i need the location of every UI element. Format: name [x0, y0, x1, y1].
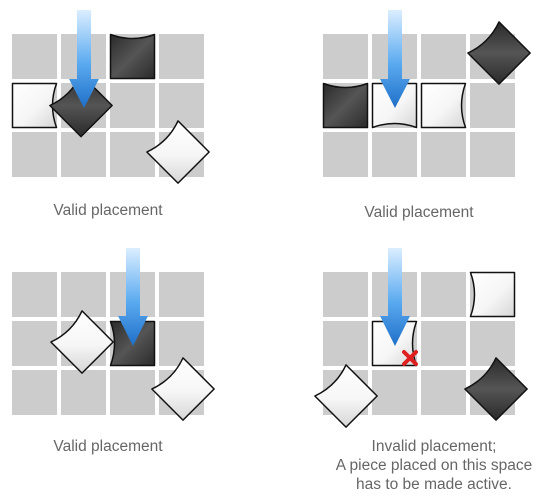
board-cell — [421, 34, 466, 79]
red-x-icon — [402, 350, 418, 366]
panel-3 — [12, 248, 215, 421]
board-cell — [372, 370, 417, 415]
board-cell — [159, 34, 204, 79]
board-cell — [421, 370, 466, 415]
board-cell — [159, 83, 204, 128]
board-cell — [323, 132, 368, 177]
light-piece — [469, 271, 516, 318]
board-cell — [372, 132, 417, 177]
light-piece — [146, 120, 210, 184]
board-cell — [159, 272, 204, 317]
board-cell — [61, 272, 106, 317]
board-cell — [12, 321, 57, 366]
down-arrow-icon — [380, 248, 410, 346]
caption-line: Valid placement — [53, 202, 163, 219]
dark-piece — [109, 33, 156, 80]
red-x-stroke — [402, 350, 418, 366]
down-arrow-icon — [118, 248, 148, 346]
board-cell — [12, 132, 57, 177]
panel-2 — [322, 10, 531, 177]
light-piece — [420, 82, 467, 129]
dark-piece — [322, 82, 369, 129]
caption-line: Invalid placement; — [371, 438, 497, 455]
board-cell — [61, 132, 106, 177]
board-cell — [421, 272, 466, 317]
caption-line: A piece placed on this space — [335, 457, 533, 474]
down-arrow-icon — [69, 10, 99, 108]
board-cell — [12, 272, 57, 317]
caption-line: Valid placement — [364, 204, 474, 221]
panel-2-caption: Valid placement — [319, 203, 519, 222]
board-cell — [110, 83, 155, 128]
board-cell — [110, 370, 155, 415]
board-cell — [470, 321, 515, 366]
panel-4 — [314, 248, 528, 428]
board-cell — [421, 132, 466, 177]
board-cell — [12, 34, 57, 79]
board-cell — [159, 321, 204, 366]
board-cell — [470, 132, 515, 177]
board-cell — [470, 83, 515, 128]
board-cell — [323, 272, 368, 317]
caption-line: Valid placement — [53, 438, 163, 455]
board-cell — [61, 370, 106, 415]
caption-line: has to be made active. — [356, 476, 512, 493]
panel-4-caption: Invalid placement; A piece placed on thi… — [318, 437, 550, 494]
board-cell — [323, 34, 368, 79]
light-piece — [50, 310, 114, 374]
light-piece — [314, 364, 378, 428]
board-cell — [323, 321, 368, 366]
panel-3-caption: Valid placement — [8, 437, 208, 456]
board-cell — [110, 132, 155, 177]
dark-piece — [464, 357, 528, 421]
panel-1-caption: Valid placement — [8, 201, 208, 220]
board-cell — [421, 321, 466, 366]
board-cell — [12, 370, 57, 415]
dark-piece — [467, 21, 531, 85]
panel-1 — [11, 10, 210, 184]
light-piece — [151, 357, 215, 421]
down-arrow-icon — [380, 10, 410, 108]
